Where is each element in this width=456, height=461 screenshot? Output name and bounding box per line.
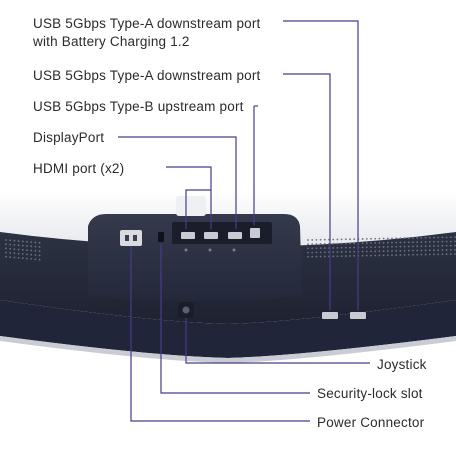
leader-displayport <box>118 136 237 229</box>
label-joystick: Joystick <box>377 356 427 374</box>
leader-usb-a <box>283 73 331 310</box>
label-usb-b-line-1: USB 5Gbps Type-B upstream port <box>33 99 244 114</box>
label-usb-a-line-1: USB 5Gbps Type-A downstream port <box>33 68 261 83</box>
port-strip <box>172 222 272 244</box>
security-lock-slot-shape <box>158 232 164 242</box>
left-vent-grille <box>5 239 41 261</box>
label-displayport: DisplayPort <box>33 129 104 147</box>
label-hdmi-line-1: HDMI port (x2) <box>33 161 125 176</box>
label-security-lock: Security-lock slot <box>317 385 423 403</box>
label-joystick-line-1: Joystick <box>377 357 427 372</box>
leader-usb-a-charging <box>283 20 359 310</box>
label-security-lock-line-1: Security-lock slot <box>317 386 423 401</box>
leader-power <box>130 246 310 422</box>
label-usb-a-charging-line-2: with Battery Charging 1.2 <box>33 34 190 49</box>
label-displayport-line-1: DisplayPort <box>33 130 105 145</box>
usb-a-port-2 <box>350 312 366 319</box>
right-vent-grille <box>307 236 456 258</box>
label-usb-a-charging: USB 5Gbps Type-A downstream port with Ba… <box>33 15 261 51</box>
label-power-line-1: Power Connector <box>317 415 425 430</box>
leader-security <box>160 244 310 394</box>
leader-hdmi <box>166 166 212 229</box>
usb-b-port <box>250 228 260 238</box>
power-connector <box>120 230 142 246</box>
hdmi-port-2 <box>204 232 218 239</box>
label-usb-a-charging-line-1: USB 5Gbps Type-A downstream port <box>33 16 261 31</box>
hdmi-port-1 <box>181 232 195 239</box>
stand-neck <box>176 196 206 216</box>
monitor-bottom-edge <box>0 336 456 363</box>
monitor-back-lower <box>0 300 456 358</box>
label-usb-a: USB 5Gbps Type-A downstream port <box>33 67 261 85</box>
leader-joystick <box>185 318 370 364</box>
label-hdmi: HDMI port (x2) <box>33 160 124 178</box>
displayport-port <box>228 232 242 239</box>
label-usb-b: USB 5Gbps Type-B upstream port <box>33 98 244 116</box>
label-power: Power Connector <box>317 414 424 432</box>
usb-a-port-1 <box>322 312 338 319</box>
